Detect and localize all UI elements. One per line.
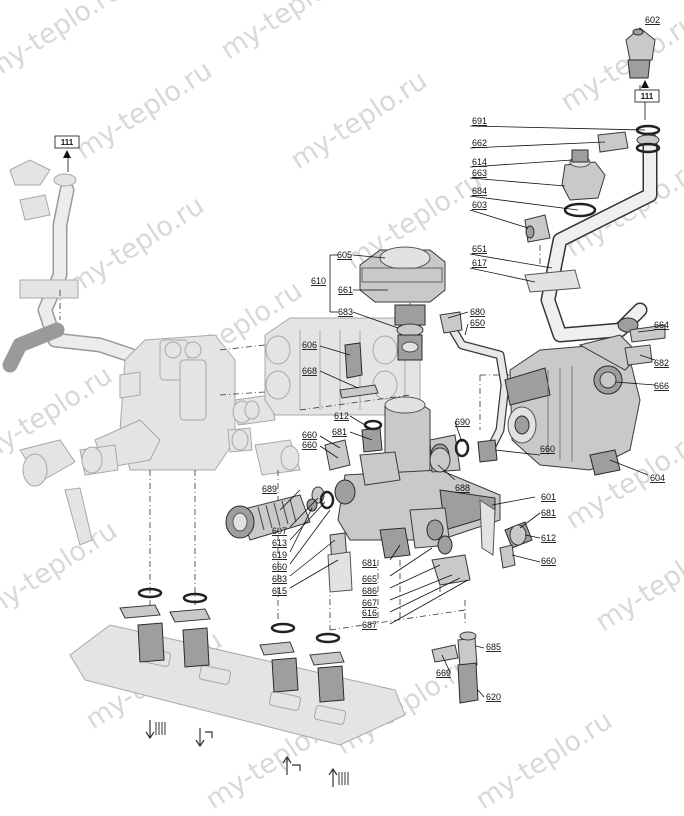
part-label-607: 607 [272,526,287,536]
housing-610 [359,246,446,361]
part-label-684: 684 [472,186,487,196]
part-label-602: 602 [645,15,660,25]
part-label-660-e: 660 [272,562,287,572]
arrow-up-icon [641,80,649,88]
gas-in-symbol [282,755,301,775]
part-label-688: 688 [455,483,470,493]
part-label-620: 620 [486,692,501,702]
exploded-parts-diagram: 111 111 602 691 662 614 663 684 603 651 … [2,15,669,787]
part-label-660-a: 660 [302,430,317,440]
part-label-615: 615 [272,586,287,596]
part-label-601: 601 [541,492,556,502]
clip-606-668 [339,342,379,399]
alignment-lines [59,245,541,631]
pressure-switch-614 [561,149,606,218]
plate-fittings [119,587,345,703]
part-label-666: 666 [654,381,669,391]
part-label-660-d: 660 [541,556,556,566]
part-label-669: 669 [436,668,451,678]
part-label-664: 664 [654,320,669,330]
part-label-614: 614 [472,157,487,167]
part-label-685: 685 [486,642,501,652]
ghost-hydraulic-assembly [2,159,301,546]
sensor-688 [429,438,498,473]
fittings-right [431,521,533,586]
ghost-mounting-plate [69,624,406,746]
part-label-683-lower: 683 [272,574,287,584]
part-label-663: 663 [472,168,487,178]
part-label-651: 651 [472,244,487,254]
part-label-682: 682 [654,358,669,368]
air-vent-602 [625,27,656,90]
part-label-689: 689 [262,484,277,494]
radiator-arrow-up-icon [328,767,338,787]
part-label-681-lower: 681 [362,558,377,568]
pipe-650 [439,311,510,455]
clip-664-682 [624,324,666,366]
reference-tag-label: 111 [641,92,654,101]
arrow-up-icon [63,150,71,158]
part-label-660-c: 660 [540,444,555,454]
radiator-arrow-down-icon [145,720,155,740]
part-label-612-upper: 612 [334,411,349,421]
part-label-683-upper: 683 [338,307,353,317]
leader-lines [67,102,656,698]
part-label-687: 687 [362,620,377,630]
part-label-686: 686 [362,586,377,596]
part-label-616: 616 [362,608,377,618]
cartridge-689 [225,494,311,541]
reference-tag-top-right: 111 [634,80,660,103]
valve-620 [431,631,479,704]
part-label-605: 605 [337,250,352,260]
bracket-617 [524,269,581,293]
reference-tag-label: 111 [61,138,74,147]
part-label-603: 603 [472,200,487,210]
part-label-662: 662 [472,138,487,148]
pump-604 [504,334,641,476]
part-label-680: 680 [470,307,485,317]
hydraulic-block-601 [334,396,501,559]
part-label-661: 661 [338,285,353,295]
part-label-604: 604 [650,473,665,483]
part-label-665: 665 [362,574,377,584]
part-number-labels: 602 691 662 614 663 684 603 651 617 605 … [262,15,669,702]
part-label-606: 606 [302,340,317,350]
part-label-668: 668 [302,366,317,376]
part-label-617: 617 [472,258,487,268]
return-in-symbol [328,767,349,787]
tap-arrow-down-icon [195,728,213,748]
part-label-667: 667 [362,598,377,608]
part-label-660-b: 660 [302,440,317,450]
part-label-612-right: 612 [541,533,556,543]
ghost-heat-exchanger [264,317,421,416]
part-label-610: 610 [311,276,326,286]
reference-tag-left: 111 [54,135,80,158]
part-label-681-right: 681 [541,508,556,518]
part-label-690: 690 [455,417,470,427]
part-label-681-upper: 681 [332,427,347,437]
part-label-619: 619 [272,550,287,560]
part-label-613: 613 [272,538,287,548]
tap-arrow-up-icon [282,755,301,775]
hot-water-out-symbol [145,720,166,740]
part-label-691: 691 [472,116,487,126]
clip-603 [524,214,551,243]
flow-out-symbol [195,728,213,748]
part-label-650: 650 [470,318,485,328]
pipe-651 [540,132,660,343]
